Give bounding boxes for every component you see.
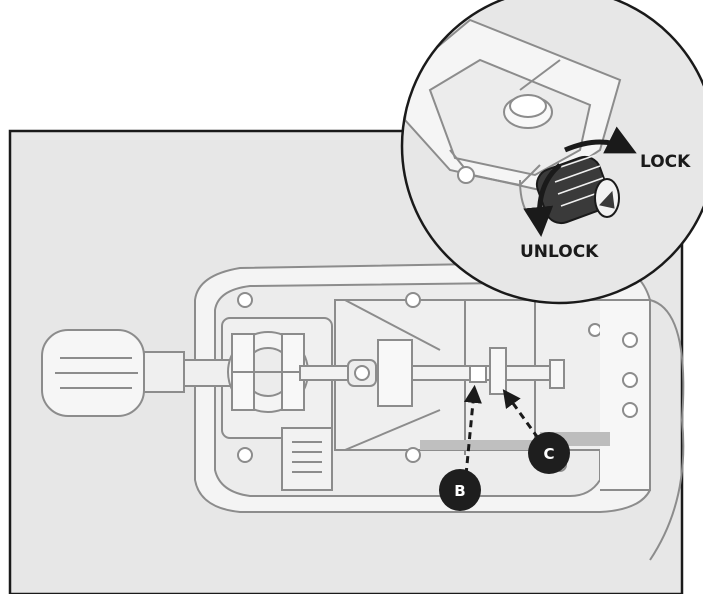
callout-b-label: B [454, 482, 465, 500]
unlock-label: UNLOCK [520, 242, 599, 262]
callout-b-arrow [464, 384, 482, 476]
callout-c-label: C [543, 445, 554, 463]
spring-wheel [227, 331, 309, 413]
adjustment-knob [41, 329, 235, 417]
callout-c-badge: C [528, 432, 570, 474]
drive-rod [299, 339, 565, 407]
callout-b-badge: B [439, 469, 481, 511]
lock-label: LOCK [640, 152, 691, 172]
rotation-arrow-icon [523, 126, 637, 237]
zoom-detail [400, 0, 703, 305]
callout-c-arrow [502, 389, 540, 439]
